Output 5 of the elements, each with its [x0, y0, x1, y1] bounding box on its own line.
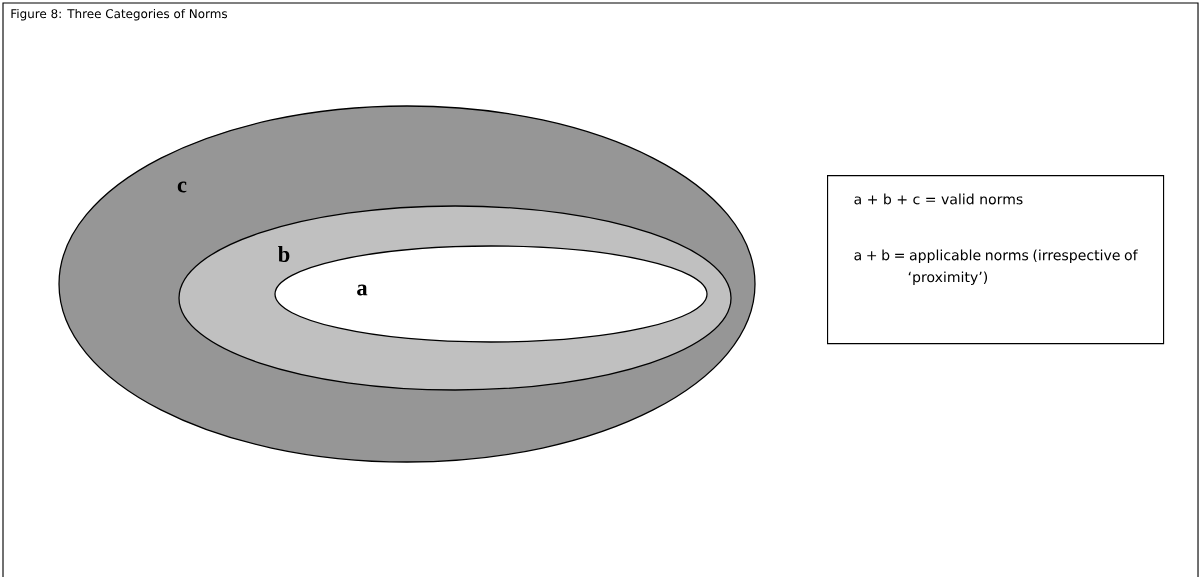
- figure-title: Figure 8: Three Categories of Norms: [11, 8, 228, 21]
- region-letter: c: [177, 181, 187, 193]
- region-letter: a: [357, 284, 368, 296]
- key-box: a + b + c = valid norms a + b = applicable norms (irrespective of ‘proximity’): [827, 175, 1165, 345]
- region-letter: b: [278, 246, 290, 262]
